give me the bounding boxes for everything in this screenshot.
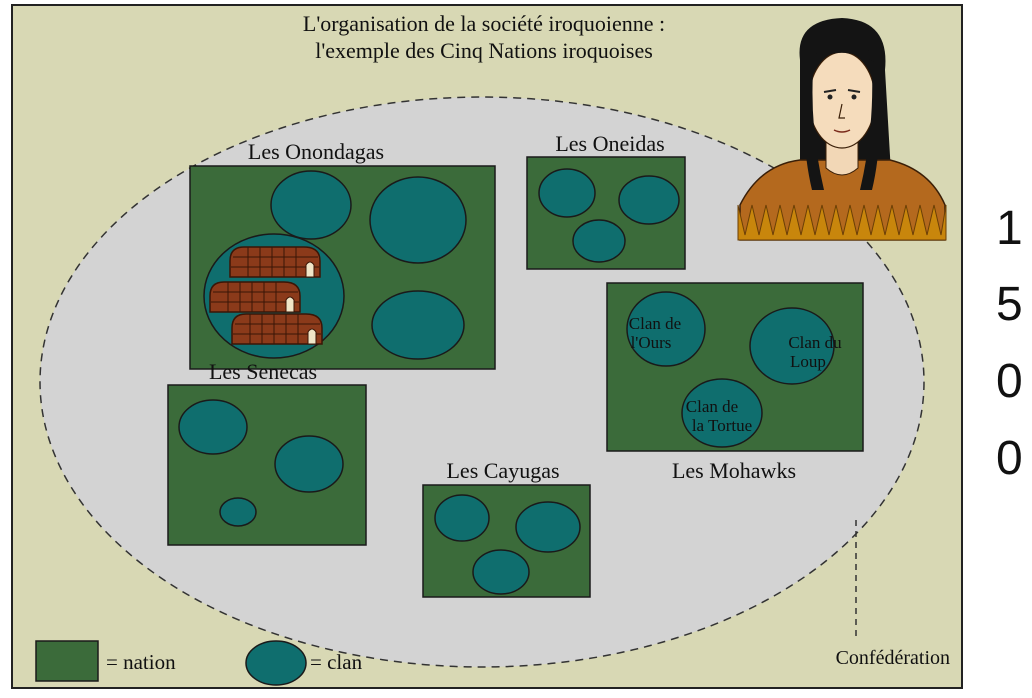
- diagram-title-line1: L'organisation de la société iroquoienne…: [303, 11, 665, 36]
- nation-label-mohawks: Les Mohawks: [672, 458, 796, 483]
- legend-clan-swatch: [245, 640, 307, 686]
- clan-circle: [178, 399, 248, 455]
- clan-circle: [472, 549, 530, 595]
- legend-clan-label: = clan: [310, 650, 363, 674]
- clan-turtle: [681, 378, 763, 448]
- side-digit-2: 5: [996, 278, 1023, 331]
- diagram-title-line2: l'exemple des Cinq Nations iroquoises: [315, 38, 653, 63]
- clan-circle: [515, 501, 581, 553]
- clan-circle: [434, 494, 490, 542]
- longhouse-icon: [231, 313, 323, 345]
- clan-bear: [626, 291, 706, 367]
- clan-wolf-label-line1: Clan du: [788, 333, 842, 352]
- clan-turtle-label-line1: Clan de: [686, 397, 738, 416]
- nation-label-cayugas: Les Cayugas: [446, 458, 559, 483]
- clan-bear-label-line2: l'Ours: [631, 333, 672, 352]
- clan-circle: [369, 176, 467, 264]
- confederation-label: Confédération: [836, 647, 950, 669]
- nation-label-onondagas: Les Onondagas: [248, 139, 384, 164]
- legend-nation-swatch: [35, 640, 99, 682]
- clan-circle: [219, 497, 257, 527]
- clan-bear-label-line1: Clan de: [629, 314, 681, 333]
- clan-circle: [572, 219, 626, 263]
- longhouse-icon: [209, 281, 301, 313]
- clan-turtle-label-line2: la Tortue: [692, 416, 752, 435]
- nation-label-oneidas: Les Oneidas: [555, 131, 664, 156]
- side-digit-1: 1: [996, 202, 1023, 255]
- clan-circle: [371, 290, 465, 360]
- side-digit-3: 0: [996, 355, 1023, 408]
- clan-circle: [270, 170, 352, 240]
- clan-circle: [538, 168, 596, 218]
- clan-circle: [618, 175, 680, 225]
- nation-label-senecas: Les Senecas: [209, 359, 317, 384]
- legend-nation-label: = nation: [106, 650, 176, 674]
- longhouse-icon: [229, 246, 321, 278]
- clan-wolf-label-line2: Loup: [790, 352, 826, 371]
- iroquois-figure-illustration: [737, 18, 947, 241]
- clan-wolf: [749, 307, 835, 385]
- clan-circle: [274, 435, 344, 493]
- side-digit-4: 0: [996, 432, 1023, 485]
